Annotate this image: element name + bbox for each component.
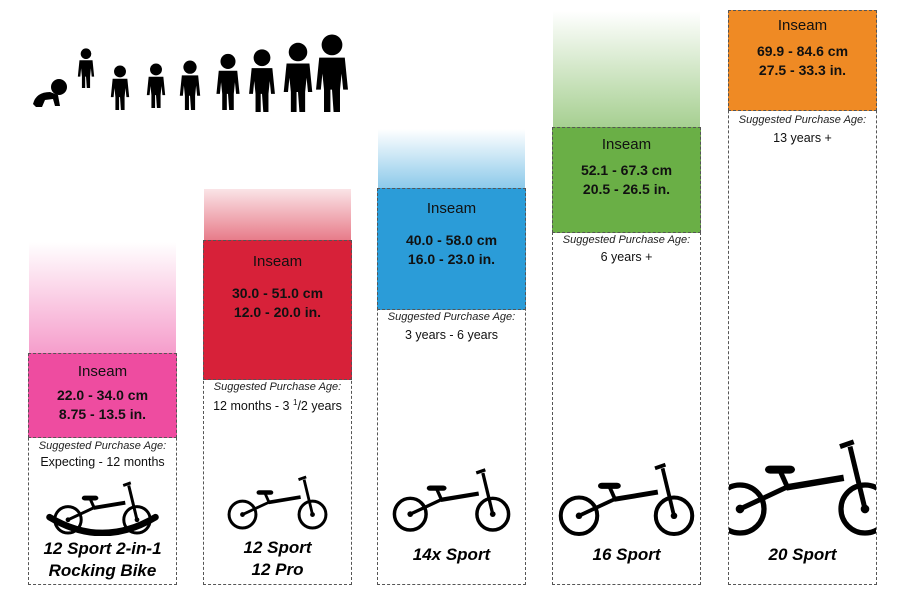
child-silhouette-icon	[249, 49, 275, 112]
child-silhouette-icon	[179, 60, 201, 110]
child-silhouette-icon	[283, 42, 313, 112]
bike-column-12-sport-2in1: Inseam 22.0 - 34.0 cm 8.75 - 13.5 in. Su…	[28, 242, 177, 585]
age-value: Expecting - 12 months	[40, 455, 165, 469]
inseam-gradient	[553, 11, 700, 128]
inseam-box: Inseam 40.0 - 58.0 cm 16.0 - 23.0 in.	[377, 188, 526, 310]
age-label: Suggested Purchase Age:	[38, 440, 167, 452]
inseam-title: Inseam	[252, 253, 303, 270]
child-silhouette-icon	[146, 63, 166, 108]
model-name-line2: Rocking Bike	[48, 561, 157, 580]
age-label: Suggested Purchase Age:	[562, 234, 691, 246]
bike-column-12-sport: Inseam 30.0 - 51.0 cm 12.0 - 20.0 in. Su…	[203, 189, 352, 585]
rocking-bike-icon	[46, 481, 159, 536]
balance-bike-icon	[729, 439, 876, 536]
age-label: Suggested Purchase Age:	[213, 381, 342, 393]
model-name-line1: 12 Sport 2-in-1	[43, 539, 162, 558]
inseam-in: 8.75 - 13.5 in.	[58, 406, 147, 422]
model-name-line1: 14x Sport	[412, 545, 491, 564]
crawling-baby-icon	[33, 79, 67, 107]
inseam-in: 27.5 - 33.3 in.	[758, 62, 847, 78]
model-name: 14x Sport	[378, 544, 525, 566]
child-silhouette-icon	[110, 65, 130, 110]
child-silhouette-icon	[216, 53, 240, 110]
model-name: 20 Sport	[729, 544, 876, 566]
bike-column-16-sport: Inseam 52.1 - 67.3 cm 20.5 - 26.5 in. Su…	[552, 11, 701, 585]
age-label: Suggested Purchase Age:	[738, 114, 867, 126]
age-value: 13 years +	[773, 131, 832, 145]
age-label: Suggested Purchase Age:	[387, 311, 516, 323]
model-name-line1: 20 Sport	[768, 545, 837, 564]
inseam-gradient	[378, 129, 525, 189]
balance-bike-icon	[227, 475, 328, 530]
balance-bike-icon	[558, 462, 695, 537]
bike-column-20-sport: Inseam 69.9 - 84.6 cm 27.5 - 33.3 in. Su…	[728, 10, 877, 585]
inseam-cm: 52.1 - 67.3 cm	[580, 162, 673, 178]
inseam-title: Inseam	[777, 17, 828, 34]
model-name: 16 Sport	[553, 544, 700, 566]
child-silhouette-icon	[77, 48, 95, 88]
model-name: 12 Sport 2-in-1 Rocking Bike	[29, 538, 176, 582]
inseam-box: Inseam 30.0 - 51.0 cm 12.0 - 20.0 in.	[203, 240, 352, 380]
age-value-main: 12 months - 3	[213, 399, 293, 414]
inseam-cm: 22.0 - 34.0 cm	[56, 387, 149, 403]
age-value: 12 months - 3 1/2 years	[204, 398, 351, 413]
inseam-in: 20.5 - 26.5 in.	[582, 181, 671, 197]
age-value-sup: 1	[292, 398, 298, 407]
age-value: 3 years - 6 years	[404, 328, 499, 342]
model-name-line2: 12 Pro	[251, 560, 304, 579]
inseam-cm: 69.9 - 84.6 cm	[756, 43, 849, 59]
inseam-cm: 30.0 - 51.0 cm	[231, 285, 324, 301]
inseam-title: Inseam	[601, 136, 652, 153]
inseam-cm: 40.0 - 58.0 cm	[405, 232, 498, 248]
inseam-in: 16.0 - 23.0 in.	[407, 251, 496, 267]
inseam-box: Inseam 52.1 - 67.3 cm 20.5 - 26.5 in.	[552, 127, 701, 233]
model-name-line1: 16 Sport	[592, 545, 661, 564]
inseam-in: 12.0 - 20.0 in.	[233, 304, 322, 320]
inseam-gradient	[29, 242, 176, 354]
child-silhouette-icon	[316, 34, 348, 112]
inseam-title: Inseam	[77, 363, 128, 380]
inseam-box: Inseam 69.9 - 84.6 cm 27.5 - 33.3 in.	[728, 10, 877, 111]
inseam-gradient	[204, 189, 351, 241]
model-name-line1: 12 Sport	[243, 538, 312, 557]
inseam-title: Inseam	[426, 200, 477, 217]
model-name: 12 Sport 12 Pro	[204, 537, 351, 581]
age-value-rest: /2 years	[297, 399, 342, 414]
child-growth-silhouettes-icon	[33, 34, 348, 112]
age-value: 6 years +	[600, 250, 653, 264]
bike-column-14x-sport: Inseam 40.0 - 58.0 cm 16.0 - 23.0 in. Su…	[377, 129, 526, 585]
balance-bike-icon	[392, 468, 511, 532]
inseam-box: Inseam 22.0 - 34.0 cm 8.75 - 13.5 in.	[28, 353, 177, 438]
